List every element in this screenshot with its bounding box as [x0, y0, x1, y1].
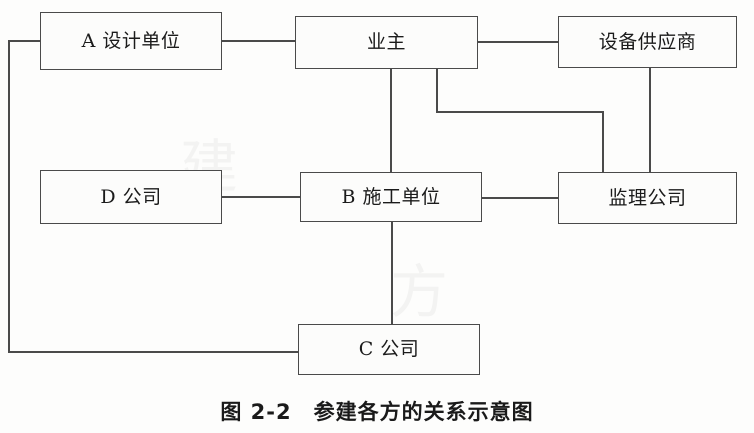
node-a-design-unit[interactable]: A 设计单位: [40, 12, 222, 70]
node-owner[interactable]: 业主: [295, 16, 478, 69]
node-label: 设备供应商: [598, 30, 697, 53]
node-c-company[interactable]: C 公司: [298, 324, 480, 375]
node-label: 监理公司: [608, 186, 687, 209]
node-label: A 设计单位: [81, 29, 181, 52]
figure-caption: 图 2-2 参建各方的关系示意图: [220, 400, 534, 424]
node-label: 业主: [366, 31, 406, 53]
node-label: D 公司: [100, 185, 162, 208]
node-supervision-company[interactable]: 监理公司: [558, 172, 737, 224]
edge-a-to-c: [8, 40, 298, 353]
node-label: B 施工单位: [341, 185, 441, 208]
edge-owner-to-supervisor: [436, 69, 604, 172]
node-d-company[interactable]: D 公司: [40, 170, 222, 224]
node-b-construction-unit[interactable]: B 施工单位: [300, 172, 482, 222]
node-equipment-supplier[interactable]: 设备供应商: [558, 16, 737, 68]
node-label: C 公司: [358, 338, 420, 360]
